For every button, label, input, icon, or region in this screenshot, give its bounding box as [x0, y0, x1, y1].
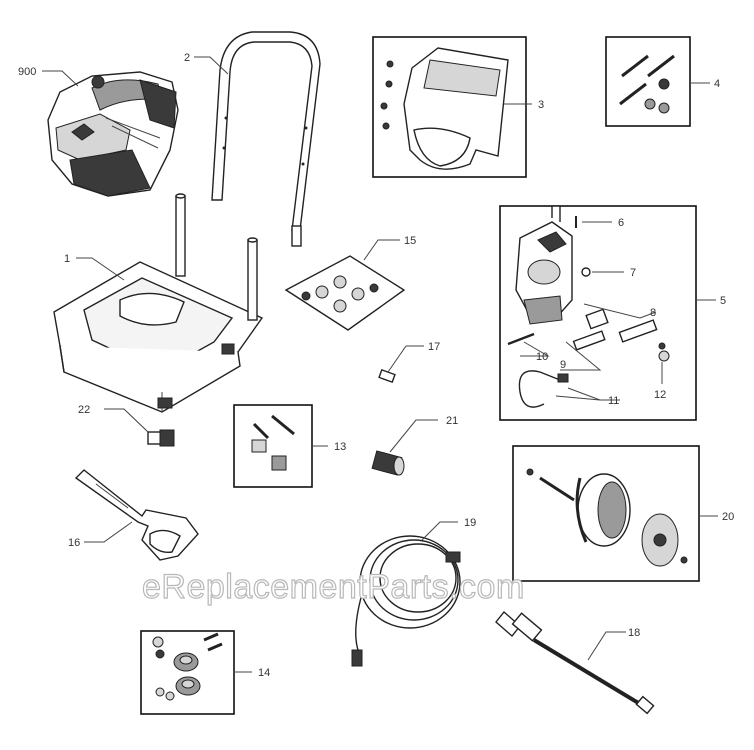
nozzle-tip-part[interactable]: [378, 345, 407, 384]
pump-part[interactable]: [515, 205, 573, 325]
callout-9: 9: [560, 359, 566, 371]
seal-kit-part[interactable]: [284, 255, 406, 331]
callout-2: 2: [184, 52, 190, 64]
pump-part-8[interactable]: [585, 308, 658, 343]
callout-16: 16: [68, 537, 80, 549]
hose-part[interactable]: [351, 535, 461, 667]
callout-22: 22: [78, 404, 90, 416]
callout-5: 5: [720, 295, 726, 307]
callout-10: 10: [536, 351, 548, 363]
wheel-kit-box: [512, 445, 700, 582]
callout-21: 21: [446, 415, 458, 427]
callout-1: 1: [64, 253, 70, 265]
wand-part[interactable]: [495, 610, 655, 715]
pump-box: [499, 205, 697, 421]
pump-hose-part[interactable]: [518, 370, 569, 408]
callout-17: 17: [428, 341, 440, 353]
callout-15: 15: [404, 235, 416, 247]
quick-coupler-part[interactable]: [371, 450, 405, 476]
hardware-kit-part[interactable]: [619, 54, 675, 114]
hardware-kit-box: [605, 36, 691, 127]
engine-part[interactable]: [47, 71, 179, 197]
pump-part-9[interactable]: [572, 330, 606, 351]
callout-20: 20: [722, 511, 734, 523]
frame-part[interactable]: [53, 193, 264, 413]
inlet-fitting-part[interactable]: [147, 429, 175, 447]
pump-plug-part[interactable]: [581, 267, 591, 277]
bolt-kit-part[interactable]: [251, 414, 295, 471]
panel-kit-part[interactable]: [380, 47, 509, 170]
callout-11: 11: [608, 395, 619, 407]
callout-7: 7: [630, 267, 636, 279]
callout-14: 14: [258, 667, 270, 679]
spray-gun-part[interactable]: [74, 469, 199, 561]
pump-part-12[interactable]: [658, 342, 670, 362]
wheel-kit-part[interactable]: [526, 468, 688, 567]
watermark-text: eReplacementParts.com: [142, 568, 525, 606]
callout-19: 19: [464, 517, 476, 529]
oring-kit-part[interactable]: [152, 632, 223, 701]
callout-4: 4: [714, 78, 720, 90]
callout-3: 3: [538, 99, 544, 111]
callout-13: 13: [334, 441, 346, 453]
callout-900: 900: [18, 66, 36, 78]
handle-part[interactable]: [211, 31, 321, 247]
callout-18: 18: [628, 627, 640, 639]
callout-6: 6: [618, 217, 624, 229]
callout-8: 8: [650, 307, 656, 319]
panel-kit-box: [372, 36, 527, 178]
callout-12: 12: [654, 389, 666, 401]
pump-part-10[interactable]: [507, 332, 535, 346]
